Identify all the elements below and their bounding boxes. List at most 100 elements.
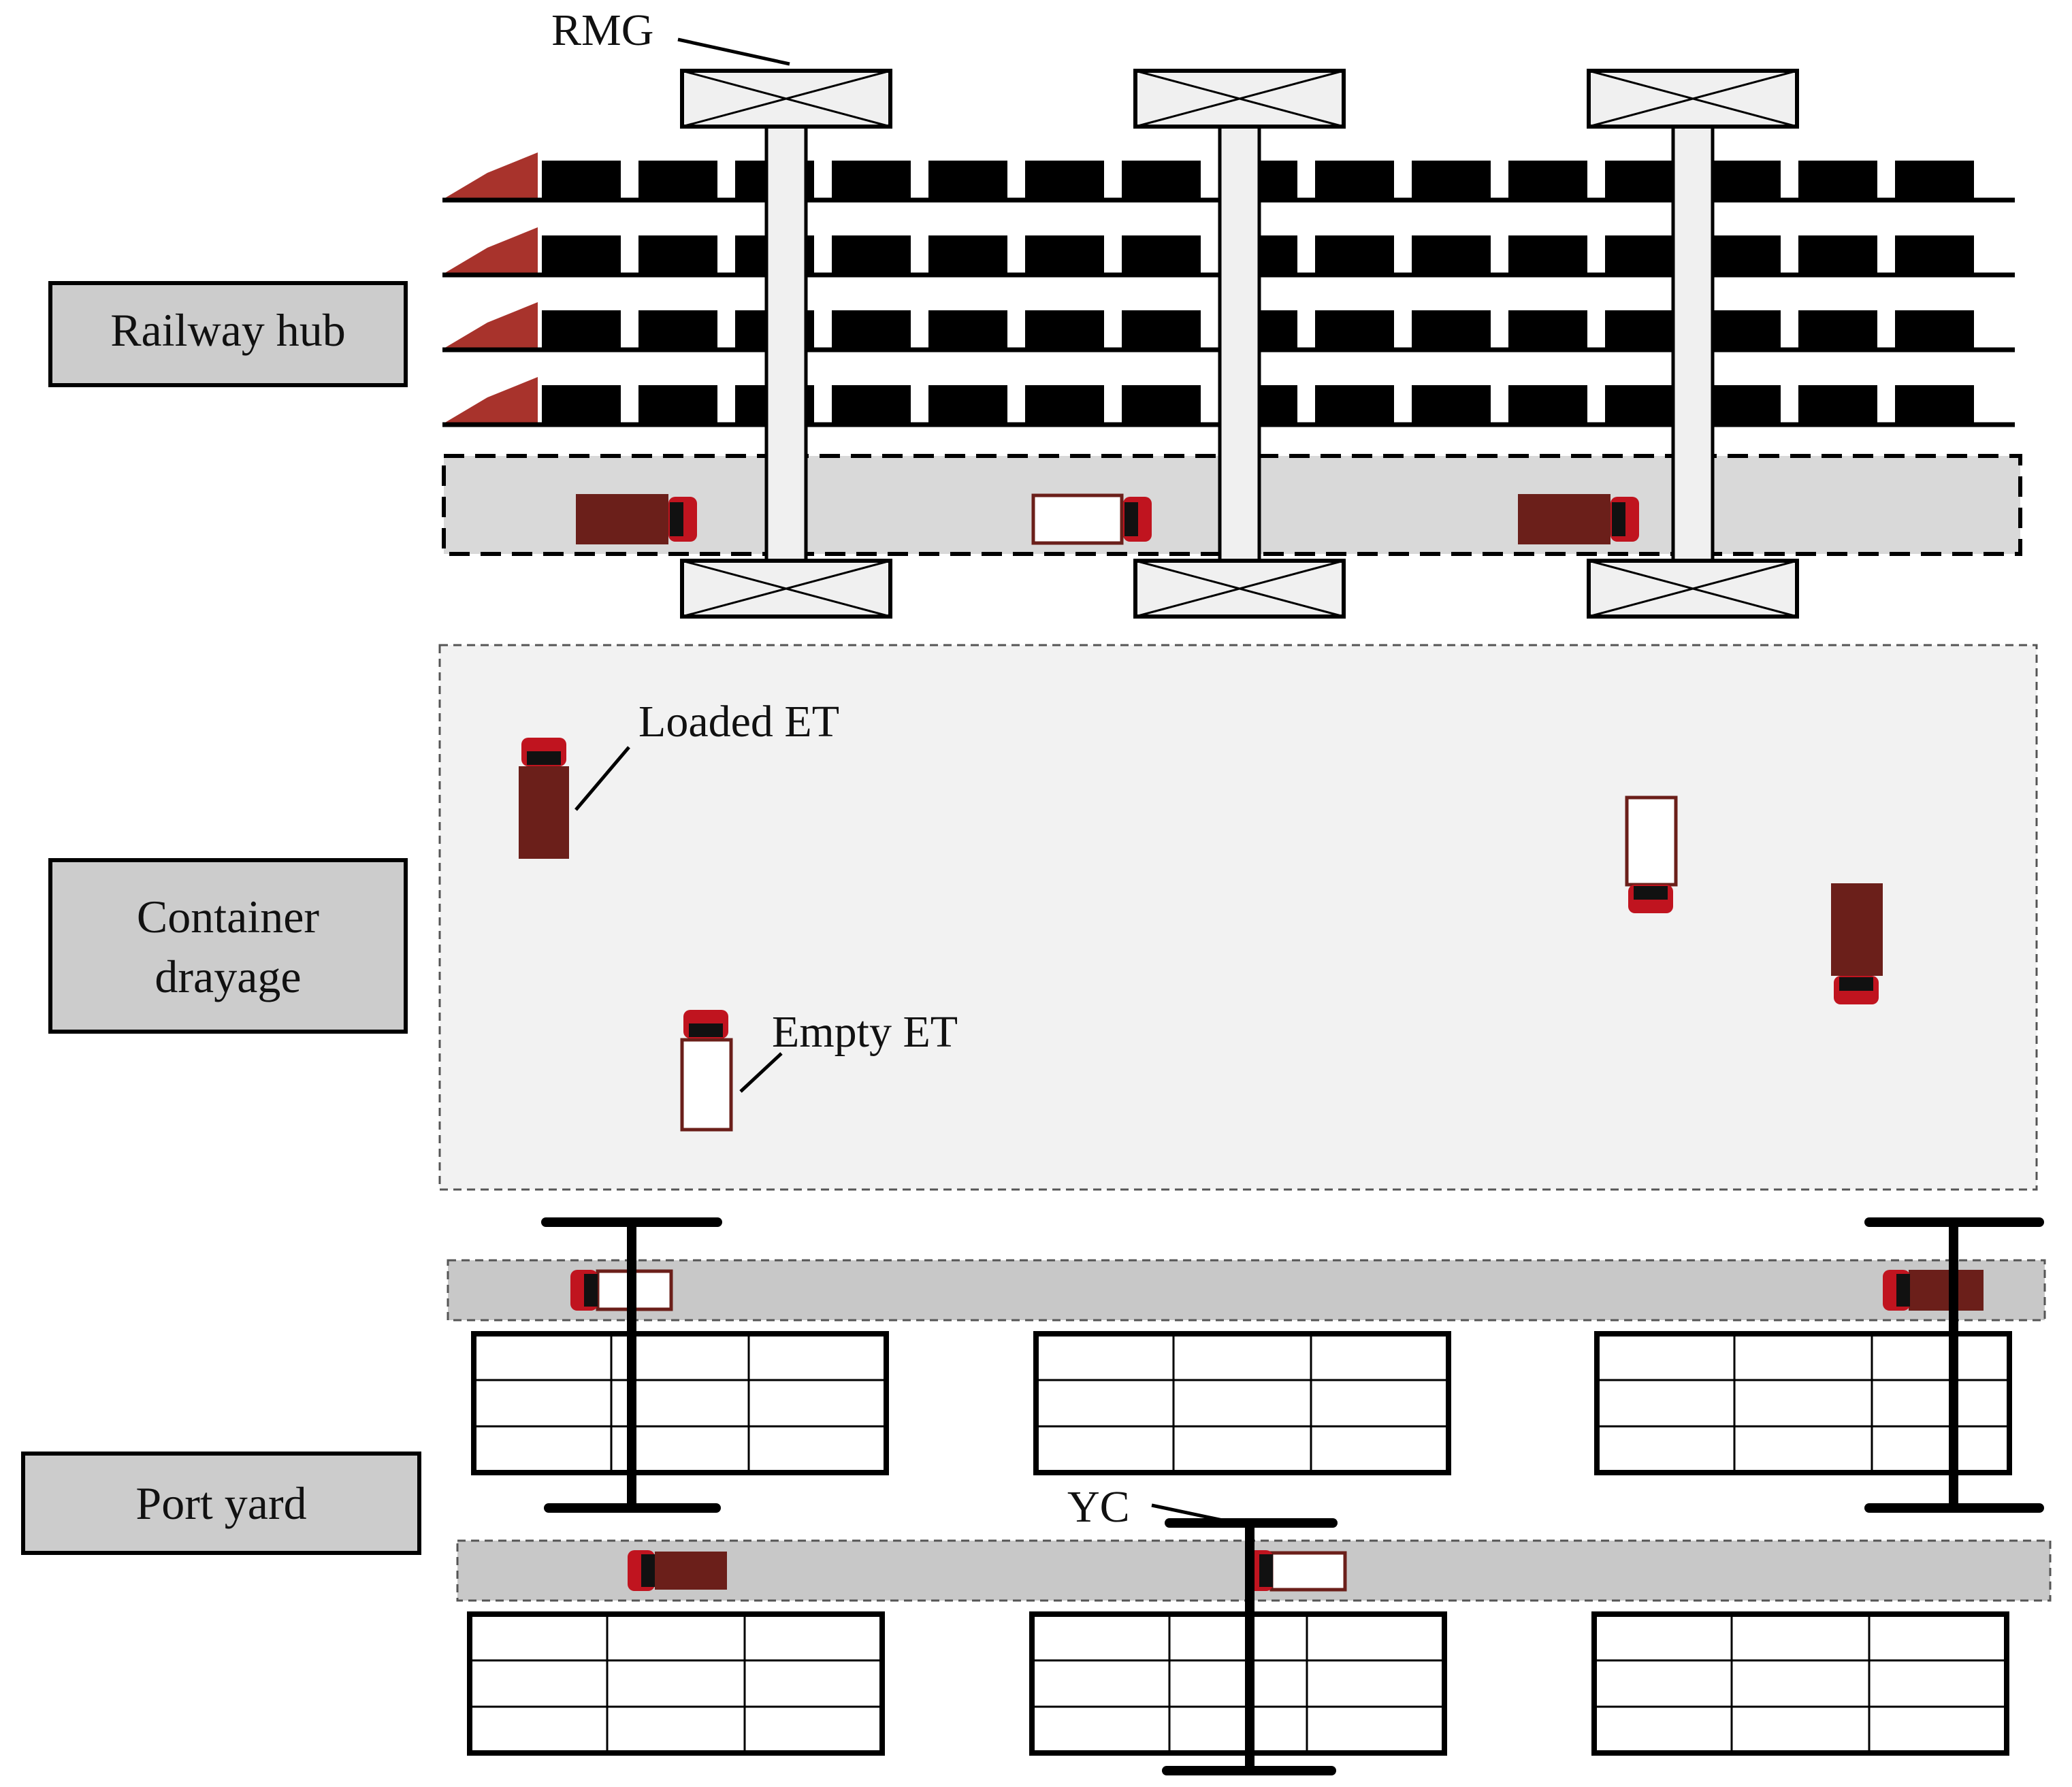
locomotive-icon [444,377,538,423]
rmg-leader-line [677,37,790,66]
railcar-icon [832,385,911,423]
railcar-icon [1025,310,1104,348]
railcar-icon [1702,161,1781,199]
container-block [467,1611,885,1756]
empty-et-label: Empty ET [772,1007,958,1057]
railcar-icon [1315,235,1394,274]
railcar-icon [542,385,621,423]
railcar-row [542,385,1974,423]
truck-icon [680,1010,733,1132]
truck-icon [570,1269,673,1311]
yard-truck-lane [447,1259,2046,1322]
truck-icon [1831,883,1883,1004]
railcar-icon [542,310,621,348]
container-drayage-label-line1: Container [137,891,320,942]
truck-icon [1625,796,1678,913]
railcar-icon [1412,385,1491,423]
truck-icon [628,1550,727,1591]
railcar-icon [1315,161,1394,199]
railcar-icon [1702,385,1781,423]
railcar-icon [1605,235,1684,274]
railcar-icon [638,385,717,423]
gantry-crane-icon [680,69,892,619]
truck-icon [1883,1270,1984,1311]
loaded-et-leader-line [574,746,630,811]
railcar-icon [1508,235,1587,274]
container-block [471,1331,889,1475]
railcar-icon [1025,235,1104,274]
railcar-icon [638,235,717,274]
truck-icon [1031,493,1152,545]
section-labels: Railway hub Container drayage Port yard [21,281,421,1555]
railcar-row [542,310,1974,348]
railcar-icon [1508,161,1587,199]
railcar-icon [1702,310,1781,348]
railcar-icon [832,310,911,348]
railcar-icon [1702,235,1781,274]
port-yard-box [21,1452,421,1555]
empty-et-leader-line [739,1052,783,1093]
railcar-icon [1508,385,1587,423]
railcar-icon [928,235,1007,274]
container-block [1594,1331,2012,1475]
railcar-icon [1798,235,1877,274]
container-block [1029,1611,1447,1756]
railcar-icon [1605,385,1684,423]
railcar-icon [1122,161,1201,199]
container-block [1591,1611,2009,1756]
truck-icon [1246,1550,1347,1592]
railcar-icon [928,310,1007,348]
railcar-icon [1412,235,1491,274]
railcar-icon [542,161,621,199]
railcar-icon [1895,235,1974,274]
railcar-icon [1412,310,1491,348]
yc-label: YC [1067,1482,1130,1532]
loaded-et-label: Loaded ET [638,697,839,747]
rmg-label: RMG [551,5,653,55]
railcar-icon [1798,310,1877,348]
railcar-icon [928,385,1007,423]
gantry-crane-icon [1133,69,1346,619]
train-track [442,302,2015,353]
gantry-crane-icon [541,1217,722,1513]
railcar-icon [1895,385,1974,423]
railcar-icon [638,310,717,348]
railcar-icon [1122,310,1201,348]
port-yard-label: Port yard [135,1477,306,1529]
railcar-icon [638,161,717,199]
railcar-icon [1895,310,1974,348]
railcar-icon [1025,161,1104,199]
locomotive-icon [444,302,538,348]
railcar-icon [1025,385,1104,423]
railcar-icon [1122,235,1201,274]
railcar-icon [1122,385,1201,423]
railcar-icon [1798,385,1877,423]
railcar-icon [1605,161,1684,199]
truck-icon [576,494,697,544]
railway-hub-label: Railway hub [110,304,346,356]
railway-hub-box [48,281,408,387]
container-drayage-box [48,858,408,1034]
gantry-crane-icon [1864,1217,2044,1513]
railcar-icon [832,235,911,274]
port-yard: YC [447,1217,2052,1775]
container-drayage: Loaded ET Empty ET [438,644,2038,1191]
railcar-icon [1508,310,1587,348]
locomotive-icon [444,152,538,199]
gantry-crane-icon [1162,1518,1338,1775]
railcar-icon [1412,161,1491,199]
gantry-crane-icon [1587,69,1799,619]
railcar-icon [1895,161,1974,199]
container-drayage-label-line2: drayage [155,951,301,1002]
truck-icon [519,738,569,859]
railcar-icon [542,235,621,274]
railcar-icon [1315,385,1394,423]
truck-icon [1518,494,1639,544]
container-block [1033,1331,1451,1475]
railcar-icon [832,161,911,199]
railcar-icon [928,161,1007,199]
yc-leader-line [1151,1503,1223,1522]
railway-hub: RMG [442,5,2022,619]
railcar-icon [1798,161,1877,199]
